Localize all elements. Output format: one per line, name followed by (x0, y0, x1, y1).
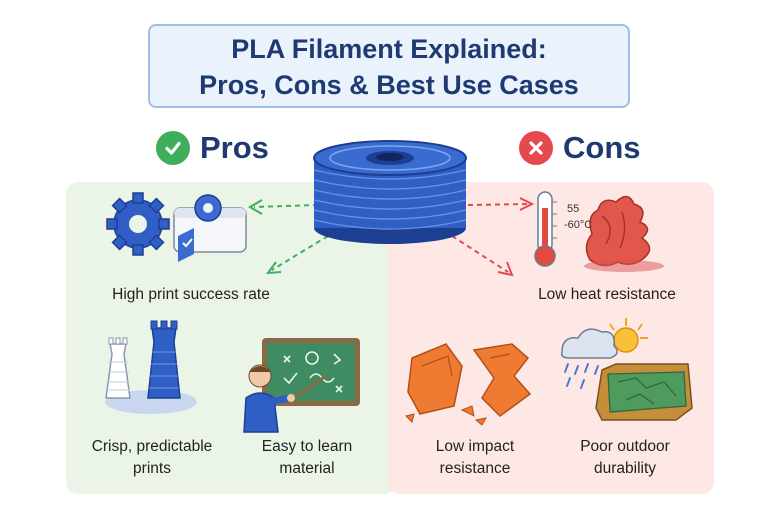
caption-line: resistance (439, 460, 511, 477)
broken-print-icon (405, 343, 532, 426)
caption-line: prints (133, 460, 171, 477)
pro-item-3-caption: Easy to learn material (240, 436, 374, 480)
caption-line: Crisp, predictable (91, 438, 213, 455)
thermometer-melted-icon (534, 191, 664, 272)
thermo-label-1: 55 (567, 203, 580, 215)
title-line-2: Pros, Cons & Best Use Cases (199, 70, 579, 100)
arrow-to-impact (451, 235, 509, 273)
caption-line: Low impact (435, 438, 515, 455)
caption-line: Easy to learn (261, 438, 353, 455)
title-line-1: PLA Filament Explained: (231, 34, 547, 64)
cons-heading-label: Cons (563, 130, 641, 165)
con-item-1-caption: Low heat resistance (512, 284, 702, 306)
arrow-to-heat (467, 203, 529, 206)
gears-printer-icon (106, 192, 247, 262)
filament-spool-icon (313, 140, 467, 244)
x-icon (519, 131, 553, 165)
con-item-2-caption: Low impact resistance (410, 436, 540, 480)
arrow-to-high-success (253, 204, 319, 208)
printed-towers-icon (105, 320, 197, 414)
caption-line: durability (593, 460, 657, 477)
cons-heading: Cons (519, 128, 641, 168)
caption-line: Poor outdoor (580, 438, 670, 455)
caption-line: High print success rate (112, 286, 270, 303)
caption-line: material (279, 460, 335, 477)
arrow-head-right (519, 197, 535, 211)
pro-item-2-caption: Crisp, predictable prints (72, 436, 232, 480)
caption-line: Low heat resistance (538, 286, 676, 303)
teacher-chalkboard-icon (243, 338, 360, 433)
check-icon (156, 131, 190, 165)
con-item-3-caption: Poor outdoor durability (560, 436, 690, 480)
arrow-to-crisp (271, 235, 329, 271)
pros-heading-label: Pros (200, 130, 269, 165)
pros-heading: Pros (156, 128, 269, 168)
arrow-head-down-right (497, 261, 514, 277)
weathered-print-icon (560, 318, 693, 421)
arrow-head-down-left (265, 261, 282, 275)
thermo-label-2: -60°C (564, 219, 593, 231)
title-box: PLA Filament Explained: Pros, Cons & Bes… (148, 24, 630, 108)
arrow-head-left (248, 199, 263, 215)
pro-item-1-caption: High print success rate (86, 284, 296, 306)
